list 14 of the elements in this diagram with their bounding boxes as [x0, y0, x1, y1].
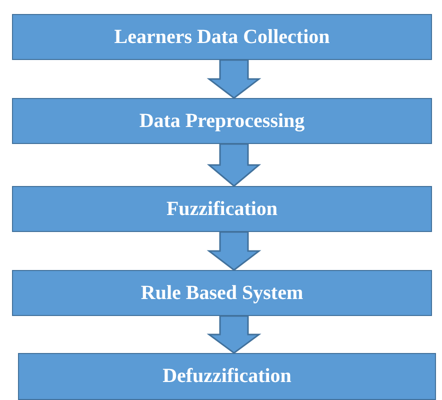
block-arrow	[206, 231, 262, 271]
process-box	[12, 270, 432, 316]
step-label: Defuzzification	[162, 365, 292, 388]
process-box	[12, 98, 432, 144]
step-label: Fuzzification	[166, 198, 278, 220]
block-arrow	[206, 315, 262, 354]
block-arrow	[206, 143, 262, 187]
step-label: Data Preprocessing	[139, 110, 305, 132]
process-box	[12, 14, 432, 60]
process-box	[18, 353, 436, 400]
step-label: Rule Based System	[140, 282, 304, 304]
process-box	[12, 186, 432, 232]
block-arrow	[206, 59, 262, 99]
step-label: Learners Data Collection	[114, 26, 330, 48]
